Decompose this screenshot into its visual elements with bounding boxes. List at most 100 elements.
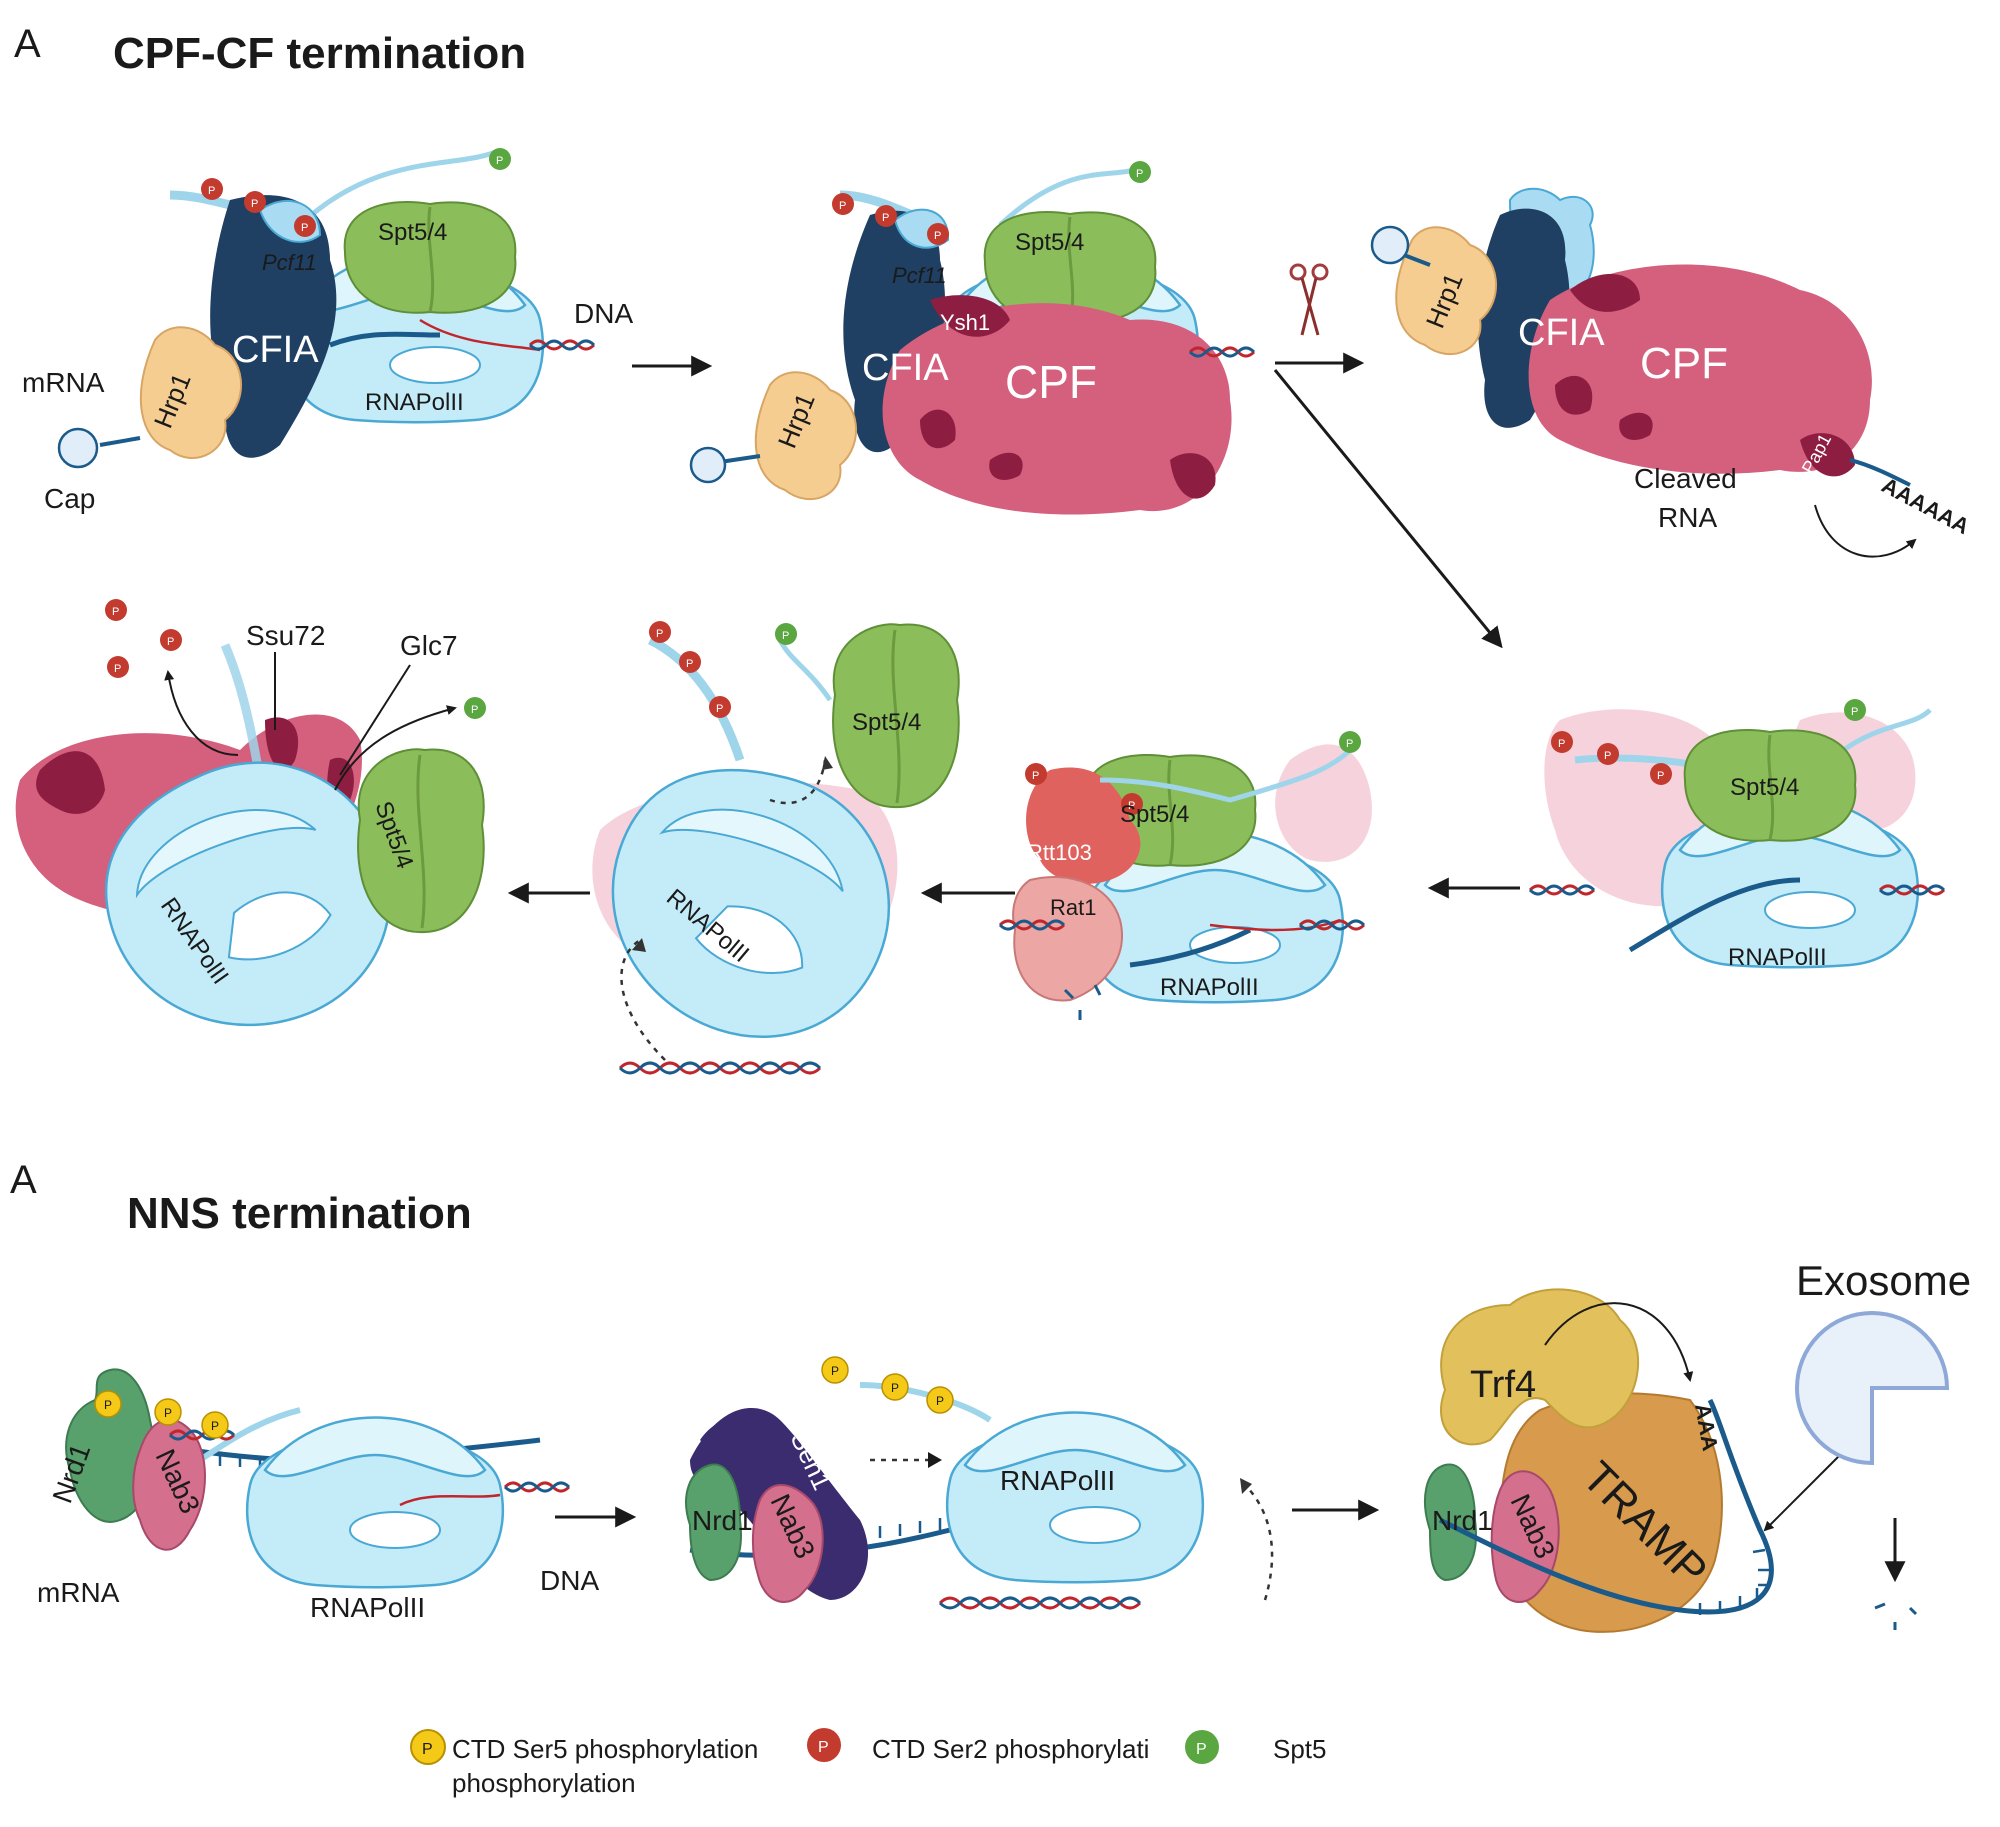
mrna-label-b: mRNA (37, 1577, 120, 1608)
rnapolii-label-b2: RNAPolII (1000, 1465, 1115, 1496)
svg-text:P: P (891, 1381, 899, 1395)
svg-text:P: P (251, 198, 258, 210)
cfia-label-2: CFIA (862, 347, 949, 389)
cleaved-rna-label: Cleaved (1634, 463, 1737, 494)
svg-text:P: P (114, 663, 121, 675)
svg-text:P: P (882, 212, 889, 224)
phospho-ser2-icon (201, 178, 223, 200)
rtt103-protein (1026, 767, 1141, 884)
panel-a7: P P P P Ssu72 Glc7 Spt5/4 RNAPolII (15, 599, 486, 1068)
cap-label: Cap (44, 483, 95, 514)
scissors-icon (1289, 263, 1329, 336)
svg-text:P: P (167, 636, 174, 648)
rnapolii-label-4: RNAPolII (1728, 944, 1827, 971)
svg-text:P: P (1657, 770, 1664, 782)
nrd1-label-2: Nrd1 (692, 1505, 753, 1536)
panel-a3: Hrp1 CFIA CPF Pap1 Cleaved RNA AAAAAA (1370, 187, 1974, 558)
svg-text:P: P (211, 1419, 219, 1433)
panel-b3: Trf4 TRAMP Nrd1 Nab3 AAA (1424, 1288, 1857, 1633)
mrna-label: mRNA (22, 367, 105, 398)
svg-text:P: P (686, 658, 693, 670)
dna-label-b: DNA (540, 1565, 599, 1596)
legend-ser2-label: CTD Ser2 phosphorylati (872, 1734, 1149, 1764)
legend-spt5-label: Spt5 (1273, 1734, 1327, 1764)
section-a-letter: A (14, 22, 41, 66)
svg-text:P: P (831, 1364, 839, 1378)
svg-text:P: P (422, 1741, 433, 1758)
svg-text:P: P (301, 222, 308, 234)
rnapolii-label-5: RNAPolII (1160, 974, 1259, 1001)
cfia-complex (210, 195, 337, 458)
spt54-label-4: Spt5/4 (1730, 774, 1799, 801)
panel-a2: P P P P Pcf11 Spt5/4 Ysh1 CFIA CPF Hrp1 (689, 161, 1256, 515)
cap-icon (57, 427, 99, 469)
nrd1-label-3: Nrd1 (1432, 1505, 1493, 1536)
svg-text:P: P (656, 628, 663, 640)
legend-ser5-label-2: phosphorylation (452, 1768, 636, 1798)
svg-text:P: P (112, 606, 119, 618)
cpf-label-2: CPF (1640, 339, 1728, 388)
exosome-shape (1795, 1311, 1950, 1466)
svg-text:P: P (1032, 770, 1039, 782)
cfia-label-3: CFIA (1518, 312, 1605, 354)
cpf-label: CPF (1005, 356, 1097, 408)
legend: P CTD Ser5 phosphorylation phosphorylati… (410, 1728, 1327, 1798)
spt54-label-6: Spt5/4 (852, 709, 921, 736)
spt54-label: Spt5/4 (378, 219, 447, 246)
step-arrow (1273, 369, 1503, 649)
section-b-letter: A (10, 1158, 37, 1202)
nrd1-protein (65, 1368, 155, 1523)
ysh1-subunit (930, 295, 1010, 337)
svg-text:P: P (1851, 706, 1858, 718)
phospho-ser2-icon (244, 191, 266, 213)
cleaved-rna-label-2: RNA (1658, 502, 1717, 533)
cfia-label: CFIA (232, 329, 319, 371)
svg-text:P: P (164, 1406, 172, 1420)
cpf-complex (882, 303, 1232, 515)
svg-text:P: P (716, 703, 723, 715)
svg-text:P: P (782, 630, 789, 642)
pcf11-label: Pcf11 (262, 250, 317, 275)
rat1-label: Rat1 (1050, 895, 1096, 920)
legend-ser2-icon (807, 1728, 841, 1762)
section-a-title: CPF-CF termination (113, 29, 526, 78)
svg-text:P: P (496, 155, 503, 167)
svg-text:P: P (1196, 1741, 1207, 1758)
trf4-protein (1440, 1288, 1640, 1446)
legend-spt5-icon (1185, 1730, 1219, 1764)
panel-b1: P P P Nrd1 Nab3 mRNA RNAPolII DNA (37, 1368, 599, 1623)
legend-ser5-icon (410, 1729, 446, 1765)
svg-text:P: P (934, 230, 941, 242)
trf4-label: Trf4 (1470, 1364, 1536, 1406)
rnapolii-label-b1: RNAPolII (310, 1592, 425, 1623)
exosome-label: Exosome (1796, 1257, 1971, 1304)
svg-text:P: P (1128, 800, 1135, 812)
spt54-label-5: Spt5/4 (1120, 801, 1189, 828)
svg-text:P: P (1346, 738, 1353, 750)
svg-text:P: P (1604, 750, 1611, 762)
legend-ser5-label: CTD Ser5 phosphorylation (452, 1734, 758, 1764)
panel-a1: P P P P Pcf11 Spt5/4 CFIA Hrp1 RNAPolII … (22, 147, 633, 514)
svg-text:P: P (471, 704, 478, 716)
svg-text:P: P (208, 185, 215, 197)
phospho-ser2-icon (294, 215, 316, 237)
spt54-label-2: Spt5/4 (1015, 229, 1084, 256)
panel-a5: P P P Rtt103 Rat1 Spt5/4 RNAPolII (998, 731, 1372, 1020)
ysh1-label: Ysh1 (940, 310, 990, 335)
panel-b2: P P P Sen1 Nrd1 Nab3 RNAPolII (685, 1356, 1274, 1610)
svg-text:P: P (936, 1394, 944, 1408)
ssu72-subunit (265, 717, 299, 770)
phospho-spt5-icon (489, 148, 511, 170)
panel-a4: P P P P Spt5/4 RNAPolII (1528, 699, 1946, 971)
polya-tail-label: AAAAAA (1878, 472, 1974, 539)
dna-label: DNA (574, 298, 633, 329)
ssu72-label: Ssu72 (246, 620, 325, 651)
section-b-title: NNS termination (127, 1189, 472, 1238)
pcf11-label-2: Pcf11 (892, 263, 947, 288)
glc7-label: Glc7 (400, 630, 458, 661)
svg-text:P: P (104, 1398, 112, 1412)
pap1-subunit (1800, 433, 1855, 477)
rnapolii-label: RNAPolII (365, 389, 464, 416)
svg-text:P: P (1136, 168, 1143, 180)
